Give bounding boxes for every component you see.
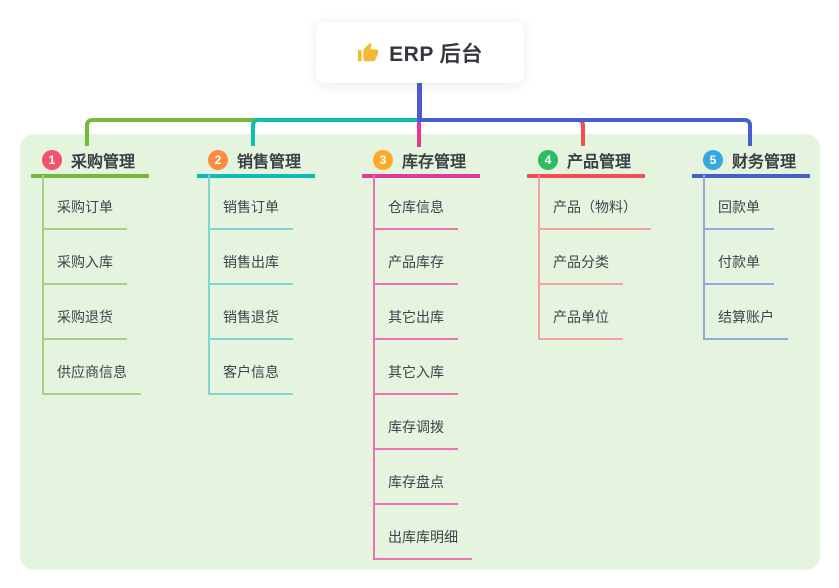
branch-node-purchase[interactable]: 1 采购管理 [31, 146, 149, 178]
connector-branch-3 [417, 120, 421, 147]
child-node[interactable]: 产品分类 [540, 230, 623, 285]
child-label: 回款单 [718, 199, 760, 215]
child-label: 销售退货 [223, 309, 279, 325]
branch-number-badge: 4 [538, 150, 558, 170]
content-panel [20, 134, 820, 570]
child-node[interactable]: 销售订单 [210, 175, 293, 230]
child-label: 库存盘点 [388, 474, 444, 490]
branch-product: 4 产品管理 产品（物料） 产品分类 产品单位 [527, 146, 651, 340]
branch-inventory: 3 库存管理 仓库信息 产品库存 其它出库 其它入库 库存调拨 库存盘点 出库库… [362, 146, 480, 560]
child-node[interactable]: 仓库信息 [375, 175, 458, 230]
root-node[interactable]: ERP 后台 [316, 22, 524, 83]
connector-branch-2 [251, 118, 419, 146]
child-label: 出库库明细 [388, 529, 458, 545]
connector-branch-5 [419, 118, 752, 146]
child-label: 结算账户 [718, 309, 774, 325]
thumbs-up-icon [357, 42, 379, 64]
connector-root [417, 83, 422, 122]
branch-label: 库存管理 [402, 154, 467, 171]
branch-label: 采购管理 [71, 154, 136, 171]
child-label: 付款单 [718, 254, 760, 270]
child-node[interactable]: 供应商信息 [44, 340, 141, 395]
child-label: 仓库信息 [388, 199, 444, 215]
child-node[interactable]: 销售退货 [210, 285, 293, 340]
branch-number-badge: 2 [208, 150, 228, 170]
branch-node-product[interactable]: 4 产品管理 [527, 146, 645, 178]
child-node[interactable]: 产品（物料） [540, 175, 651, 230]
child-node[interactable]: 采购退货 [44, 285, 127, 340]
child-label: 库存调拨 [388, 419, 444, 435]
branch-label: 销售管理 [237, 154, 302, 171]
branch-label: 产品管理 [567, 154, 632, 171]
branch-number-badge: 5 [703, 150, 723, 170]
child-node[interactable]: 库存盘点 [375, 450, 458, 505]
child-label: 产品库存 [388, 254, 444, 270]
child-label: 采购订单 [57, 199, 113, 215]
child-label: 销售订单 [223, 199, 279, 215]
branch-number-badge: 1 [42, 150, 62, 170]
branch-children: 销售订单 销售出库 销售退货 客户信息 [208, 175, 293, 395]
child-label: 产品分类 [553, 254, 609, 270]
child-node[interactable]: 产品库存 [375, 230, 458, 285]
branch-node-sales[interactable]: 2 销售管理 [197, 146, 315, 178]
branch-children: 产品（物料） 产品分类 产品单位 [538, 175, 651, 340]
root-label: ERP 后台 [389, 42, 483, 66]
branch-label: 财务管理 [732, 154, 797, 171]
branch-children: 仓库信息 产品库存 其它出库 其它入库 库存调拨 库存盘点 出库库明细 [373, 175, 472, 560]
child-node[interactable]: 库存调拨 [375, 395, 458, 450]
child-node[interactable]: 销售出库 [210, 230, 293, 285]
child-label: 供应商信息 [57, 364, 127, 380]
branch-children: 回款单 付款单 结算账户 [703, 175, 788, 340]
branch-node-inventory[interactable]: 3 库存管理 [362, 146, 480, 178]
child-node[interactable]: 采购入库 [44, 230, 127, 285]
child-node[interactable]: 客户信息 [210, 340, 293, 395]
child-label: 采购退货 [57, 309, 113, 325]
child-label: 客户信息 [223, 364, 279, 380]
branch-children: 采购订单 采购入库 采购退货 供应商信息 [42, 175, 141, 395]
branch-number-badge: 3 [373, 150, 393, 170]
branch-purchase: 1 采购管理 采购订单 采购入库 采购退货 供应商信息 [31, 146, 149, 395]
child-label: 其它出库 [388, 309, 444, 325]
child-node[interactable]: 其它出库 [375, 285, 458, 340]
child-label: 产品单位 [553, 309, 609, 325]
child-node[interactable]: 回款单 [705, 175, 774, 230]
child-node[interactable]: 其它入库 [375, 340, 458, 395]
child-label: 采购入库 [57, 254, 113, 270]
child-node[interactable]: 采购订单 [44, 175, 127, 230]
child-node[interactable]: 产品单位 [540, 285, 623, 340]
branch-sales: 2 销售管理 销售订单 销售出库 销售退货 客户信息 [197, 146, 315, 395]
child-node[interactable]: 结算账户 [705, 285, 788, 340]
child-label: 产品（物料） [553, 199, 637, 215]
child-node[interactable]: 出库库明细 [375, 505, 472, 560]
branch-node-finance[interactable]: 5 财务管理 [692, 146, 810, 178]
branch-finance: 5 财务管理 回款单 付款单 结算账户 [692, 146, 810, 340]
child-label: 其它入库 [388, 364, 444, 380]
child-label: 销售出库 [223, 254, 279, 270]
child-node[interactable]: 付款单 [705, 230, 774, 285]
